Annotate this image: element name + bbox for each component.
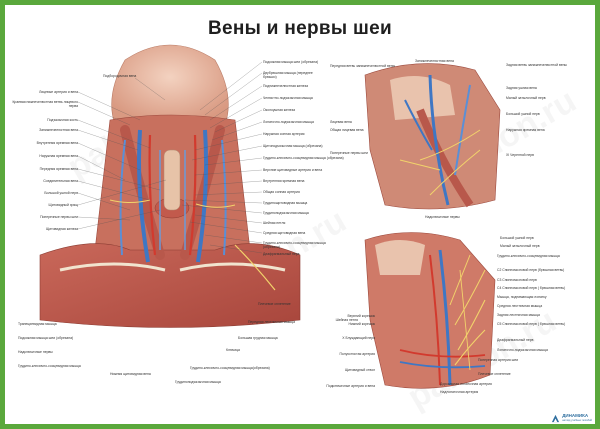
label: Верхний корешок (347, 314, 375, 318)
label: Плечевое сплетение (258, 302, 291, 306)
frame-left (0, 0, 5, 429)
label: Лопаточно-подъязычная мышца (263, 120, 314, 124)
label: XI Черепной нерв (506, 153, 534, 157)
label: Полуостистая артерия (339, 352, 376, 356)
label: Малый затылочный нерв (506, 96, 546, 100)
label: Грудино-ключично-сосцевидная мышца(обрез… (190, 366, 270, 370)
label: Лицевая вена (330, 120, 352, 124)
label: Шейная петля (335, 318, 358, 322)
label: Диафрагмальный нерв (497, 338, 534, 342)
label: Внутренняя яремная вена (36, 141, 78, 145)
frame-right (595, 0, 600, 429)
label: С5 Спинномозговой нерв ( брюшная ветвь) (497, 322, 566, 326)
label: Грудиноподъязычная мышца (263, 211, 309, 215)
label: Большой ушной нерв (500, 236, 534, 240)
lower-right-panel (364, 232, 496, 389)
label: Ключица (226, 348, 240, 352)
label: Нижняя щитовидная вена (110, 372, 151, 376)
label: Грудино-ключично-сосцевидная мышца (18, 364, 81, 368)
label: Подбородочная вена (103, 74, 137, 78)
label: Челюстно-подъязычная мышца (263, 96, 313, 100)
label: Подкожная мышца шеи (обрезана) (18, 336, 74, 340)
label: Передняя яремная вена (39, 167, 78, 171)
label: Поперечные нервы шеи (40, 215, 78, 219)
label: Малый затылочный нерв (500, 244, 540, 248)
label: Лицевые артерия и вена (39, 90, 78, 94)
label: Подъязычная кость (47, 118, 78, 122)
label: Верхние щитовидные артерия и вена (263, 168, 323, 172)
label: Общая сонная артерия (263, 190, 300, 194)
label: Трапециевидная мышца (18, 322, 57, 326)
label: Наружная яремная вена (39, 154, 78, 158)
frame-top (0, 0, 600, 5)
label: Грудино-ключично-сосцевидная мышца (обре… (263, 241, 326, 249)
label: Задняя лестничная мышца (497, 313, 540, 317)
frame-bottom (0, 424, 600, 429)
label: Грудино-ключично-сосцевидная мышца (497, 254, 560, 258)
label: Щитовидный ствол (344, 368, 375, 372)
label: Краевая нижнечелюстная ветвь лицевого не… (12, 100, 78, 108)
label: Щитоподъязычная мышца (обрезана) (263, 144, 323, 148)
leader-lines (77, 61, 263, 254)
label: Наружная яремная вена (506, 128, 545, 132)
logo-name: ДИНАМИКА (562, 413, 589, 418)
label: Грудино-ключично-сосцевидная мышца (обре… (263, 156, 344, 160)
label: Большой ушной нерв (44, 191, 78, 195)
label: Двубрюшная мышца (переднее брюшко) (263, 71, 313, 79)
label: Средняя щитовидная вена (263, 231, 306, 235)
main-panel (39, 44, 301, 328)
label: Поперечные нервы шеи (330, 151, 368, 155)
label: Подключичные артерия и вена (326, 384, 375, 388)
label: С3 Спинномозговой нерв (497, 278, 537, 282)
label: Диафрагмальный нерв (263, 252, 300, 256)
label: Занижнечелюстная вена (39, 128, 78, 132)
logo-tagline: нагляд учебных пособий (562, 418, 592, 422)
label: С4 Спинномозговой нерв ( брюшная ветвь) (497, 286, 566, 290)
label: Лопаточно-подъязычная мышца (497, 348, 548, 352)
poster-title: Вены и нервы шеи (208, 18, 392, 39)
label: Большая грудная мышца (238, 336, 278, 340)
label: С2 Спинномозговой нерв (брюшная ветвь) (497, 268, 565, 272)
label: Надключичные нервы (425, 215, 460, 219)
label: Передняя ветвь занижнечелюстной вены (330, 64, 396, 68)
publisher-logo: ДИНАМИКА нагляд учебных пособий (551, 413, 592, 423)
label: Поперечная артерия шеи (478, 358, 519, 362)
label: Шейная петля (263, 221, 286, 225)
label: Грудиноподъязычная мышца (175, 380, 221, 384)
label: Средняя лестничная мышца (497, 304, 543, 308)
label: Соединительная вена (43, 179, 78, 183)
label: Грудинощитовидная мышца (263, 201, 308, 205)
label: Х Блуждающий нерв (342, 336, 375, 340)
label: Нижний корешок (348, 322, 375, 326)
label: Плечевое сплетение (478, 372, 511, 376)
label: Щитовидный хрящ (48, 203, 78, 207)
label: Подкожная мышца шеи (обрезана) (263, 60, 319, 64)
label: Задняя ветвь занижнечелюстной вены (506, 63, 567, 67)
label: Общая лицевая вена (330, 128, 364, 132)
label: Занижнечелюстная вена (415, 59, 454, 63)
label: Надлопаточная артерия (440, 390, 479, 394)
upper-right-panel (364, 63, 501, 210)
label: Околоушная железа (263, 108, 296, 112)
label: Надключичные нервы (18, 350, 53, 354)
label: Большой ушной нерв (506, 112, 540, 116)
logo-icon (552, 414, 560, 423)
label: Мышца, поднимающая лопатку (497, 295, 547, 299)
label: Щитовидная железа (46, 227, 78, 231)
label: Поднижнечелюстная железа (263, 84, 309, 88)
label: Передняя лестничная мышца (248, 320, 295, 324)
label: Дорсальная лопаточная артерия (440, 382, 492, 386)
label: Наружная сонная артерия (263, 132, 305, 136)
label: Внутренняя яремная вена (263, 179, 305, 183)
label: Задняя ушная вена (506, 86, 537, 90)
